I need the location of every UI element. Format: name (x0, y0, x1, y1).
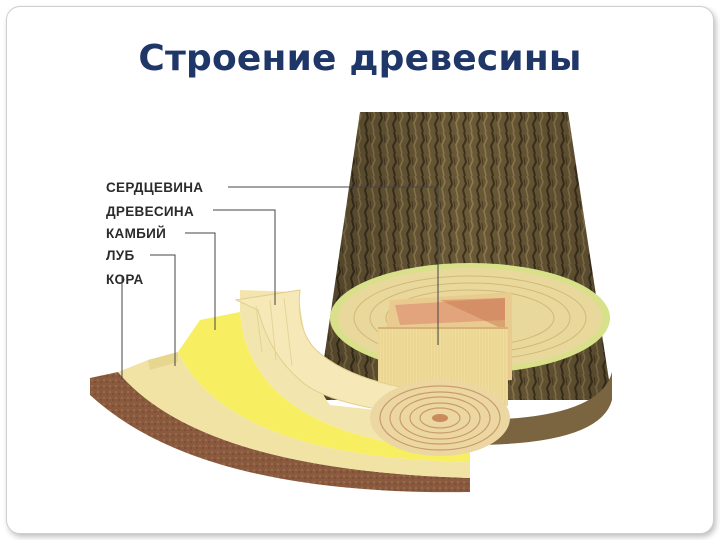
label-cambium: КАМБИЙ (106, 226, 166, 241)
leader-line-cambium (185, 232, 216, 330)
leader-line-phloem (150, 254, 176, 366)
label-phloem: ЛУБ (106, 248, 134, 263)
cambium-layer (178, 312, 470, 462)
growth-rings (370, 380, 510, 456)
slide-title: Строение древесины (138, 38, 582, 79)
label-wood: ДРЕВЕСИНА (106, 204, 194, 219)
leader-line-wood (213, 209, 276, 305)
label-bark: КОРА (106, 272, 144, 287)
leader-line-pith (228, 186, 439, 345)
bark-layer (90, 372, 470, 493)
label-pith: СЕРДЦЕВИНА (106, 180, 203, 195)
leader-lines (121, 186, 439, 380)
